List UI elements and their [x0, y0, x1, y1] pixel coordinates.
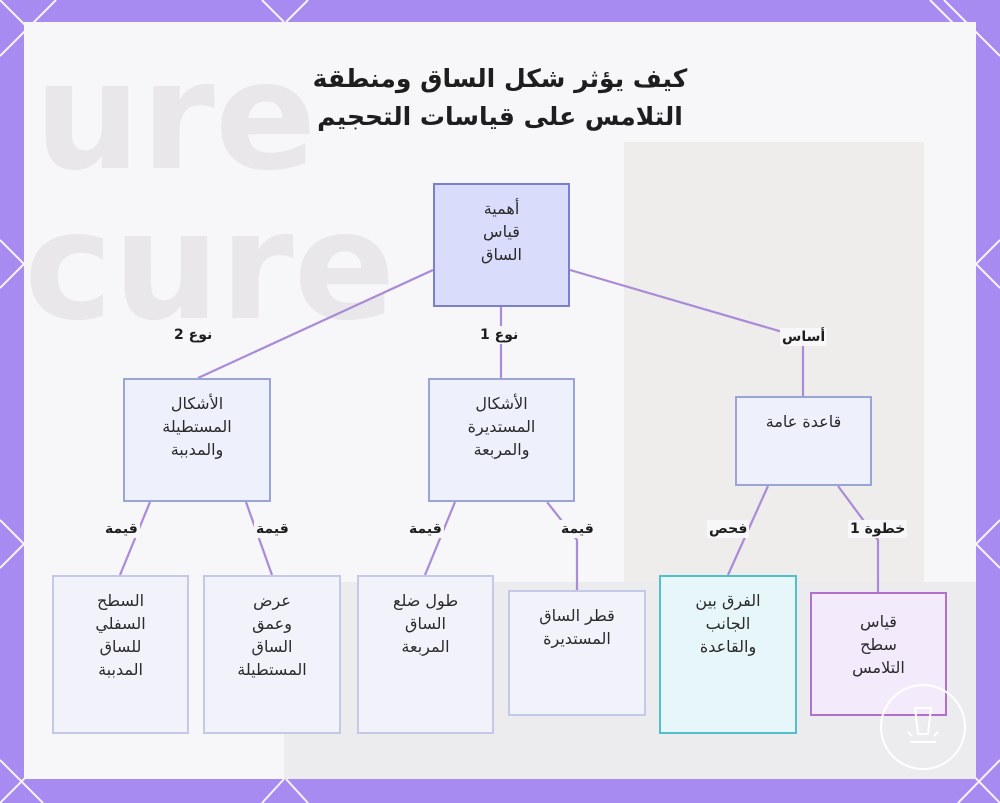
node-side-base-diff: الفرق بين الجانب والقاعدة	[659, 575, 797, 734]
node-text-line: وعمق	[205, 612, 339, 635]
node-text-line: الفرق بين	[661, 589, 795, 612]
node-beveled-bottom: السطح السفلي للساق المدببة	[52, 575, 189, 734]
node-text-line: والمربعة	[430, 438, 573, 461]
edge-round-diameter	[547, 502, 577, 590]
glass-logo-icon	[882, 686, 964, 768]
node-text-line: الساق	[359, 612, 492, 635]
node-text-line: قطر الساق	[510, 604, 644, 627]
edge-label-value-c: قيمة	[407, 520, 444, 538]
node-text-line: المدببة	[54, 658, 187, 681]
edge-label-step1: خطوة 1	[848, 520, 907, 538]
edge-label-type1: نوع 1	[478, 326, 520, 344]
node-round-diameter: قطر الساق المستديرة	[508, 590, 646, 716]
node-round-square: الأشكال المستديرة والمربعة	[428, 378, 575, 502]
node-text-line: المربعة	[359, 635, 492, 658]
node-text-line: قاعدة عامة	[737, 410, 870, 433]
node-text-line: السفلي	[54, 612, 187, 635]
edge-root-base	[570, 270, 803, 396]
node-text-line: الجانب	[661, 612, 795, 635]
diagram-title: كيف يؤثر شكل الساق ومنطقة التلامس على قي…	[200, 60, 800, 136]
node-text-line: قياس	[812, 610, 945, 633]
node-text-line: والقاعدة	[661, 635, 795, 658]
node-root-line: أهمية	[435, 197, 568, 220]
node-text-line: المستطيلة	[125, 415, 269, 438]
node-text-line: التلامس	[812, 656, 945, 679]
node-rect-width-depth: عرض وعمق الساق المستطيلة	[203, 575, 341, 734]
edge-base-contact	[838, 486, 878, 592]
node-text-line: السطح	[54, 589, 187, 612]
node-root: أهمية قياس الساق	[433, 183, 570, 307]
edge-label-check: فحص	[707, 520, 749, 538]
node-text-line: الأشكال	[430, 392, 573, 415]
title-line-1: كيف يؤثر شكل الساق ومنطقة	[200, 60, 800, 98]
edge-root-rect	[198, 270, 433, 378]
node-text-line: والمدببة	[125, 438, 269, 461]
node-text-line: المستديرة	[510, 627, 644, 650]
node-text-line: طول ضلع	[359, 589, 492, 612]
node-root-line: قياس	[435, 220, 568, 243]
node-text-line: الساق	[205, 635, 339, 658]
node-general-base: قاعدة عامة	[735, 396, 872, 486]
edge-label-value-d: قيمة	[559, 520, 596, 538]
node-text-line: للساق	[54, 635, 187, 658]
node-rect-beveled: الأشكال المستطيلة والمدببة	[123, 378, 271, 502]
edge-round-square	[425, 502, 455, 575]
node-text-line: سطح	[812, 633, 945, 656]
node-text-line: المستديرة	[430, 415, 573, 438]
edge-label-value-b: قيمة	[254, 520, 291, 538]
edge-label-basis: أساس	[780, 328, 827, 346]
node-square-side: طول ضلع الساق المربعة	[357, 575, 494, 734]
edge-rect-width	[246, 502, 272, 575]
node-root-line: الساق	[435, 243, 568, 266]
node-text-line: المستطيلة	[205, 658, 339, 681]
corner-logo-badge	[880, 684, 966, 770]
edge-rect-bottom	[120, 502, 150, 575]
node-text-line: عرض	[205, 589, 339, 612]
edge-label-value-a: قيمة	[103, 520, 140, 538]
node-text-line: الأشكال	[125, 392, 269, 415]
title-line-2: التلامس على قياسات التحجيم	[200, 98, 800, 136]
edge-label-type2: نوع 2	[172, 326, 214, 344]
